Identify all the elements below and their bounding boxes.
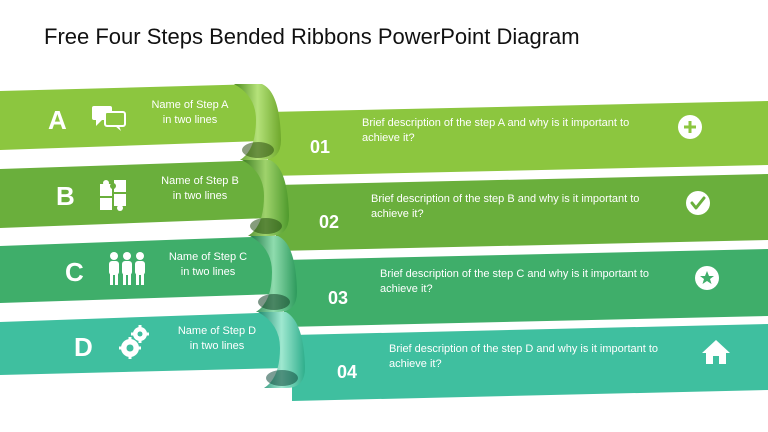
curl-shadow-d — [266, 370, 298, 386]
home-icon — [702, 340, 730, 364]
star-circle-icon — [695, 266, 719, 290]
ribbon-a-right — [268, 101, 768, 176]
step-letter-a: A — [48, 105, 67, 135]
ribbon-c-curl — [250, 236, 297, 312]
plus-circle-icon — [678, 115, 702, 139]
step-name-b: Name of Step B in two lines — [161, 175, 239, 202]
step-number-01: 01 — [310, 137, 331, 157]
ribbon-d-left — [0, 312, 286, 375]
step-description-c: Brief description of the step C and why … — [380, 268, 650, 295]
ribbon-d-curl — [258, 312, 305, 388]
speech-bubbles-icon — [92, 106, 126, 131]
curl-shadow-a — [242, 142, 274, 158]
step-letter-c: C — [65, 257, 84, 287]
step-letter-b: B — [56, 181, 75, 211]
step-description-a: Brief description of the step A and why … — [362, 117, 630, 144]
ribbon-d-right — [292, 324, 768, 401]
step-letter-d: D — [74, 332, 93, 362]
ribbon-step-b — [0, 160, 768, 251]
curl-shadow-c — [258, 294, 290, 310]
step-description-d: Brief description of the step D and why … — [389, 343, 659, 370]
ribbon-b-right — [276, 174, 768, 251]
puzzle-icon — [100, 180, 126, 211]
slide-title: Free Four Steps Bended Ribbons PowerPoin… — [44, 24, 580, 49]
ribbon-c-right — [284, 249, 768, 327]
ribbon-a-curl — [234, 84, 281, 160]
ribbon-step-d — [0, 312, 768, 401]
step-name-c: Name of Step C in two lines — [168, 251, 248, 278]
gears-icon — [119, 325, 149, 359]
checkmark-circle-icon — [686, 191, 710, 215]
ribbon-b-curl — [242, 160, 289, 236]
step-name-a: Name of Step A in two lines — [151, 99, 229, 126]
curl-shadow-b — [250, 218, 282, 234]
ribbon-b-left — [0, 160, 270, 228]
step-name-d: Name of Step D in two lines — [177, 325, 257, 352]
ribbon-step-a — [0, 84, 768, 176]
step-number-02: 02 — [319, 212, 340, 232]
step-description-b: Brief description of the step B and why … — [371, 193, 640, 220]
ribbon-a-left — [0, 84, 262, 150]
team-icon — [109, 252, 145, 285]
step-number-03: 03 — [328, 288, 349, 308]
step-number-04: 04 — [337, 362, 358, 382]
